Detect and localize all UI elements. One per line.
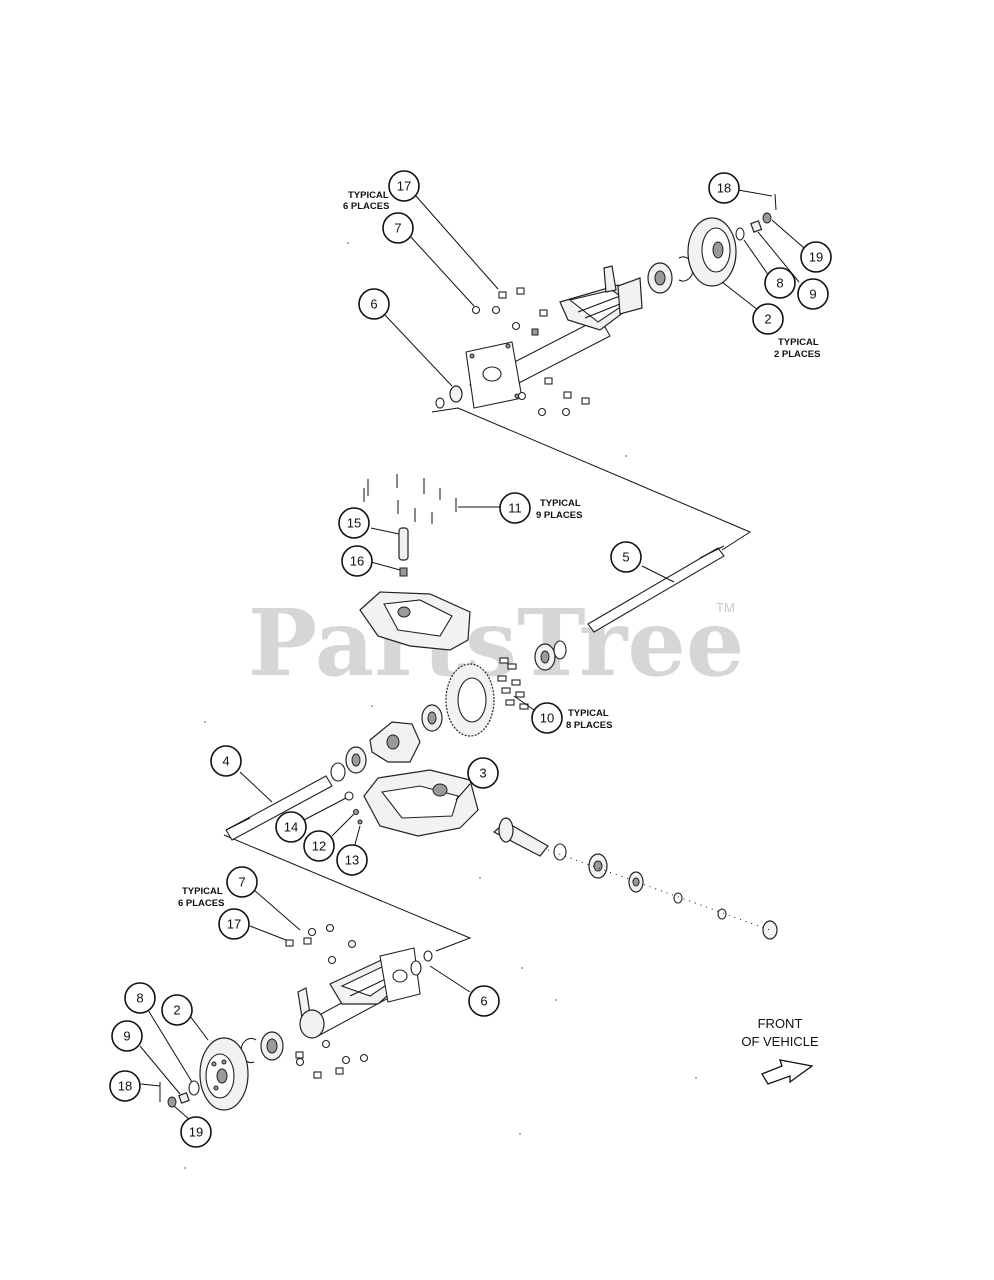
callout-label: 18 [717, 181, 731, 196]
callout-label: 7 [238, 875, 245, 890]
callout-7-top: 7 [382, 212, 414, 244]
pinion-oring [553, 843, 567, 861]
watermark: PartsTree TM [248, 589, 744, 697]
callout-label: 9 [809, 287, 816, 302]
top-washer [735, 227, 745, 241]
note-line-1: TYPICAL [568, 708, 609, 719]
note-line-1: TYPICAL [778, 337, 819, 348]
callout-18-top: 18 [708, 172, 740, 204]
note-typical-8: TYPICAL 8 PLACES [566, 708, 612, 731]
callout-label: 14 [284, 820, 298, 835]
callout-18-bottom: 18 [109, 1070, 141, 1102]
callout-19-top: 19 [800, 241, 832, 273]
callout-7-bottom: 7 [226, 866, 258, 898]
note-line-1: TYPICAL [540, 498, 581, 509]
callout-label: 13 [345, 853, 359, 868]
callout-2-bottom: 2 [161, 994, 193, 1026]
callout-6-bottom: 6 [468, 985, 500, 1017]
note-line-2: 6 PLACES [178, 898, 224, 909]
note-line-2: 6 PLACES [343, 201, 389, 212]
note-line-1: TYPICAL [348, 190, 389, 201]
top-cap [762, 212, 772, 224]
callout-label: 8 [776, 276, 783, 291]
callout-label: 9 [123, 1029, 130, 1044]
callout-8-top: 8 [764, 267, 796, 299]
callout-8-bottom: 8 [124, 982, 156, 1014]
pinion-nut [762, 920, 778, 940]
callout-9-top: 9 [797, 278, 829, 310]
front-of-vehicle-indicator: FRONT OF VEHICLE [741, 1016, 819, 1085]
callout-label: 3 [479, 766, 486, 781]
note-line-2: 8 PLACES [566, 720, 612, 731]
note-typical-6-top: TYPICAL 6 PLACES [343, 190, 389, 212]
note-typical-6-bottom: TYPICAL 6 PLACES [178, 886, 224, 909]
breather-tube [398, 527, 409, 561]
top-nut [750, 220, 763, 233]
callout-label: 17 [227, 917, 241, 932]
callout-5: 5 [610, 541, 642, 573]
callout-label: 5 [622, 550, 629, 565]
callout-10: 10 [531, 702, 563, 734]
callout-16: 16 [341, 545, 373, 577]
callout-3: 3 [467, 757, 499, 789]
callout-label: 19 [189, 1125, 203, 1140]
callout-label: 12 [312, 839, 326, 854]
callout-19-bottom: 19 [180, 1116, 212, 1148]
note-line-1: TYPICAL [182, 886, 223, 897]
callout-17-top: 17 [388, 170, 420, 202]
differential-assembly [225, 474, 778, 940]
note-line-2: 2 PLACES [774, 349, 820, 360]
top-axle-tube-assembly [435, 193, 777, 417]
callout-label: 6 [480, 994, 487, 1009]
front-arrow-icon [761, 1059, 814, 1085]
note-typical-9: TYPICAL 9 PLACES [536, 498, 582, 521]
front-label-line-2: OF VEHICLE [741, 1034, 819, 1049]
callout-label: 11 [508, 501, 522, 516]
callout-2-top: 2 [752, 303, 784, 335]
note-line-2: 9 PLACES [536, 510, 582, 521]
axle-shaft-right [587, 547, 725, 633]
callout-label: 19 [809, 250, 823, 265]
callout-6-top: 6 [358, 288, 390, 320]
callout-label: 2 [764, 312, 771, 327]
vent-valve [399, 567, 408, 577]
note-typical-2-top: TYPICAL 2 PLACES [774, 337, 820, 360]
callout-14: 14 [275, 811, 307, 843]
callout-label: 2 [173, 1003, 180, 1018]
callout-11: 11 [499, 492, 531, 524]
callout-12: 12 [303, 830, 335, 862]
front-label-line-1: FRONT [758, 1016, 803, 1031]
callout-9-bottom: 9 [111, 1020, 143, 1052]
top-axle-seal [449, 385, 463, 403]
callout-label: 6 [370, 297, 377, 312]
callout-label: 16 [350, 554, 364, 569]
callout-label: 7 [394, 221, 401, 236]
bolt-group-11 [363, 474, 457, 524]
callout-label: 4 [222, 754, 229, 769]
callout-label: 10 [540, 711, 554, 726]
callout-17-bottom: 17 [218, 908, 250, 940]
callout-13: 13 [336, 844, 368, 876]
callout-label: 8 [136, 991, 143, 1006]
bottom-axle-tube-assembly [159, 923, 433, 1111]
scan-specks [184, 242, 697, 1169]
callout-label: 17 [397, 179, 411, 194]
callout-label: 18 [118, 1079, 132, 1094]
bottom-hardware [285, 923, 369, 1079]
callout-4: 4 [210, 745, 242, 777]
watermark-text: PartsTree [248, 589, 744, 697]
watermark-trademark: TM [716, 600, 735, 615]
axle-shaft-left [225, 775, 333, 841]
ring-gear-bolts [497, 657, 529, 710]
top-hardware [471, 287, 590, 417]
callout-15: 15 [338, 507, 370, 539]
assembly-guide-lines [223, 407, 752, 952]
callout-label: 15 [347, 516, 361, 531]
